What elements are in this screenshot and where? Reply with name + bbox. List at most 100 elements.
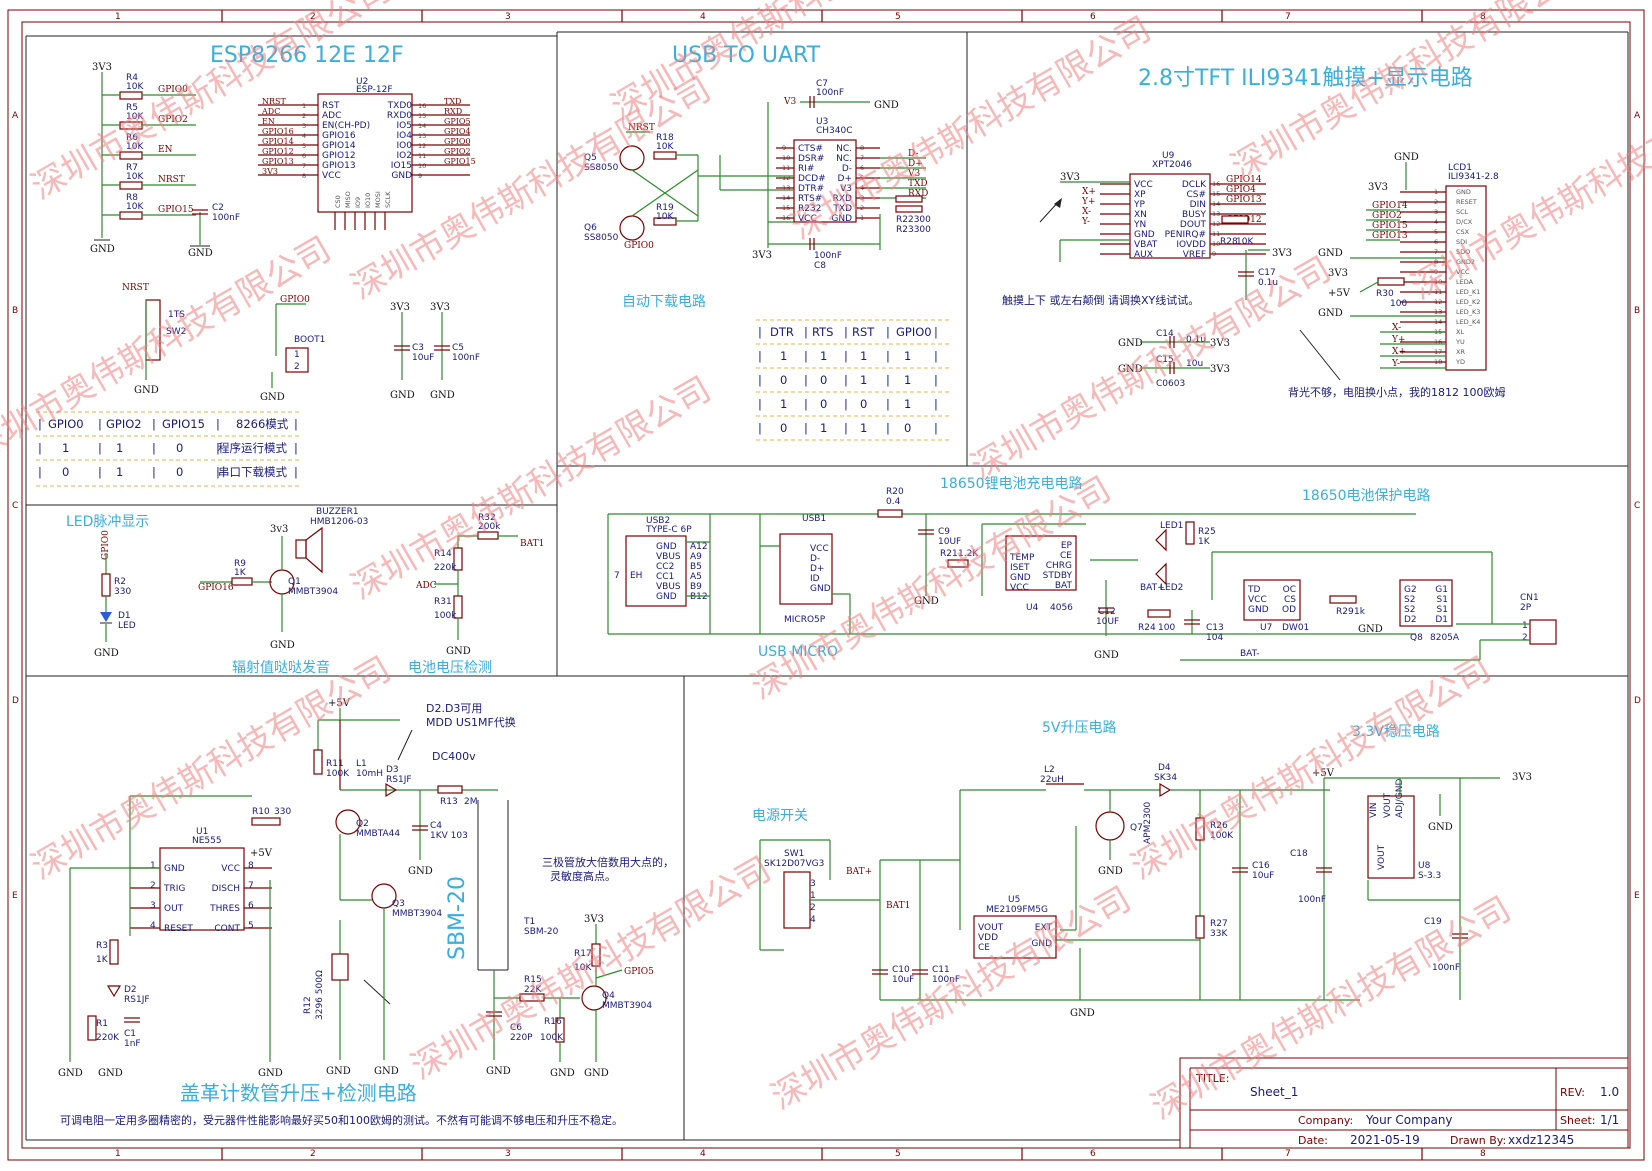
svg-text:10K: 10K <box>1236 237 1254 247</box>
table-separator: | <box>886 421 890 435</box>
label: 7 <box>1285 12 1291 22</box>
svg-text:100nF: 100nF <box>932 975 960 985</box>
label: VDD <box>978 933 998 943</box>
svg-text:10K: 10K <box>574 963 592 973</box>
svg-text:GND: GND <box>550 1068 575 1079</box>
table-separator: | <box>844 349 848 363</box>
note-transistor-2: 灵敏度高点。 <box>550 869 616 883</box>
table-separator: | <box>294 441 298 455</box>
label: 13 <box>418 132 426 140</box>
svg-text:C11: C11 <box>932 965 950 975</box>
label: IO10 <box>364 193 372 208</box>
label: DTR <box>770 325 794 339</box>
svg-text:GND: GND <box>270 640 295 651</box>
svg-text:GND: GND <box>1394 152 1419 163</box>
table-separator: | <box>98 441 102 455</box>
table-separator: | <box>758 373 762 387</box>
svg-text:NRST: NRST <box>122 283 149 293</box>
label: GPIO14 <box>1372 201 1408 211</box>
label: DCLK <box>1182 180 1207 190</box>
label: OC <box>1283 585 1296 595</box>
label: 1 <box>860 373 867 387</box>
svg-text:C8: C8 <box>814 261 826 271</box>
watermarks: 深圳市奥伟斯科技有限公司深圳市奥伟斯科技有限公司深圳市奥伟斯科技有限公司深圳市奥… <box>0 0 1652 1128</box>
label: 1 <box>115 1149 121 1159</box>
label: TXD0 <box>387 101 413 111</box>
svg-text:D1: D1 <box>118 611 131 621</box>
watermark-text: 深圳市奥伟斯科技有限公司 <box>1405 69 1652 308</box>
svg-text:R26: R26 <box>1210 821 1228 831</box>
label: 8 <box>1480 12 1486 22</box>
svg-text:GND: GND <box>1428 822 1453 833</box>
label: VCC <box>1010 583 1029 593</box>
label: YU <box>1455 338 1465 346</box>
svg-text:3V3: 3V3 <box>584 914 604 925</box>
table-separator: | <box>844 421 848 435</box>
label: NC. <box>836 144 852 154</box>
label: CC1 <box>656 572 674 582</box>
svg-text:D4: D4 <box>1158 763 1171 773</box>
label: CHRG <box>1046 561 1072 571</box>
label: GND <box>810 584 831 594</box>
table-separator: | <box>886 349 890 363</box>
svg-text:MICRO5P: MICRO5P <box>784 615 826 625</box>
svg-text:R10: R10 <box>252 807 270 817</box>
label: LED_K4 <box>1456 318 1480 326</box>
svg-text:GND: GND <box>914 596 939 607</box>
pin-number: 3 <box>150 901 156 911</box>
table-separator: | <box>98 417 102 431</box>
svg-text:Q1: Q1 <box>288 577 301 587</box>
label: 12 <box>418 142 426 150</box>
label: EXT <box>1035 923 1053 933</box>
svg-text:SS8050: SS8050 <box>584 233 619 243</box>
svg-text:3v3: 3v3 <box>270 524 288 535</box>
svg-text:R30: R30 <box>1376 289 1394 299</box>
svg-text:R23300: R23300 <box>896 225 931 235</box>
svg-text:4056: 4056 <box>1050 603 1073 613</box>
svg-text:7: 7 <box>614 571 620 581</box>
svg-text:GND: GND <box>874 100 899 111</box>
label: 0 <box>860 397 867 411</box>
note-touch: 触摸上下 或左右颠倒 请调换XY线试试。 <box>1002 293 1199 307</box>
svg-text:3V3: 3V3 <box>752 250 772 261</box>
svg-text:10UF: 10UF <box>1096 617 1119 627</box>
svg-text:C4: C4 <box>430 821 442 831</box>
label: A12 <box>690 542 708 552</box>
label: IOVDD <box>1176 240 1206 250</box>
label: GND <box>1456 188 1471 196</box>
note-diode-2: MDD US1MF代换 <box>426 715 516 729</box>
label: Y+ <box>1391 335 1405 345</box>
label: IO9 <box>354 197 362 208</box>
svg-text:SS8050: SS8050 <box>584 163 619 173</box>
label: THRES <box>209 904 240 914</box>
svg-text:220K: 220K <box>96 1033 120 1043</box>
svg-text:1nF: 1nF <box>124 1039 141 1049</box>
title-usb-uart: USB TO UART <box>672 43 821 68</box>
svg-text:R28: R28 <box>1220 237 1238 247</box>
svg-text:Q4: Q4 <box>602 991 615 1001</box>
svg-text:DW01: DW01 <box>1282 623 1309 633</box>
table-separator: | <box>38 417 42 431</box>
label: MISO <box>344 191 352 208</box>
label: RESET <box>164 924 193 934</box>
svg-text:R13: R13 <box>440 797 458 807</box>
label: DIN <box>1190 200 1206 210</box>
svg-text:C7: C7 <box>816 79 828 89</box>
svg-text:3V3: 3V3 <box>92 62 112 73</box>
title-led-pulse: LED脉冲显示 <box>66 514 149 530</box>
svg-text:0.4: 0.4 <box>886 497 901 507</box>
table-separator: | <box>152 417 156 431</box>
label: 2 <box>310 12 316 22</box>
svg-text:100: 100 <box>1390 299 1407 309</box>
svg-text:U1: U1 <box>196 827 208 837</box>
label: DISCH <box>212 884 240 894</box>
label: S1 <box>1437 595 1448 605</box>
svg-text:22K: 22K <box>524 985 542 995</box>
label: LEDA <box>1456 278 1474 286</box>
svg-text:BAT+: BAT+ <box>1140 583 1165 593</box>
svg-text:R1: R1 <box>96 1019 108 1029</box>
svg-text:3V3: 3V3 <box>1210 338 1230 349</box>
label: CTS# <box>798 144 823 154</box>
svg-text:3V3: 3V3 <box>390 302 410 313</box>
